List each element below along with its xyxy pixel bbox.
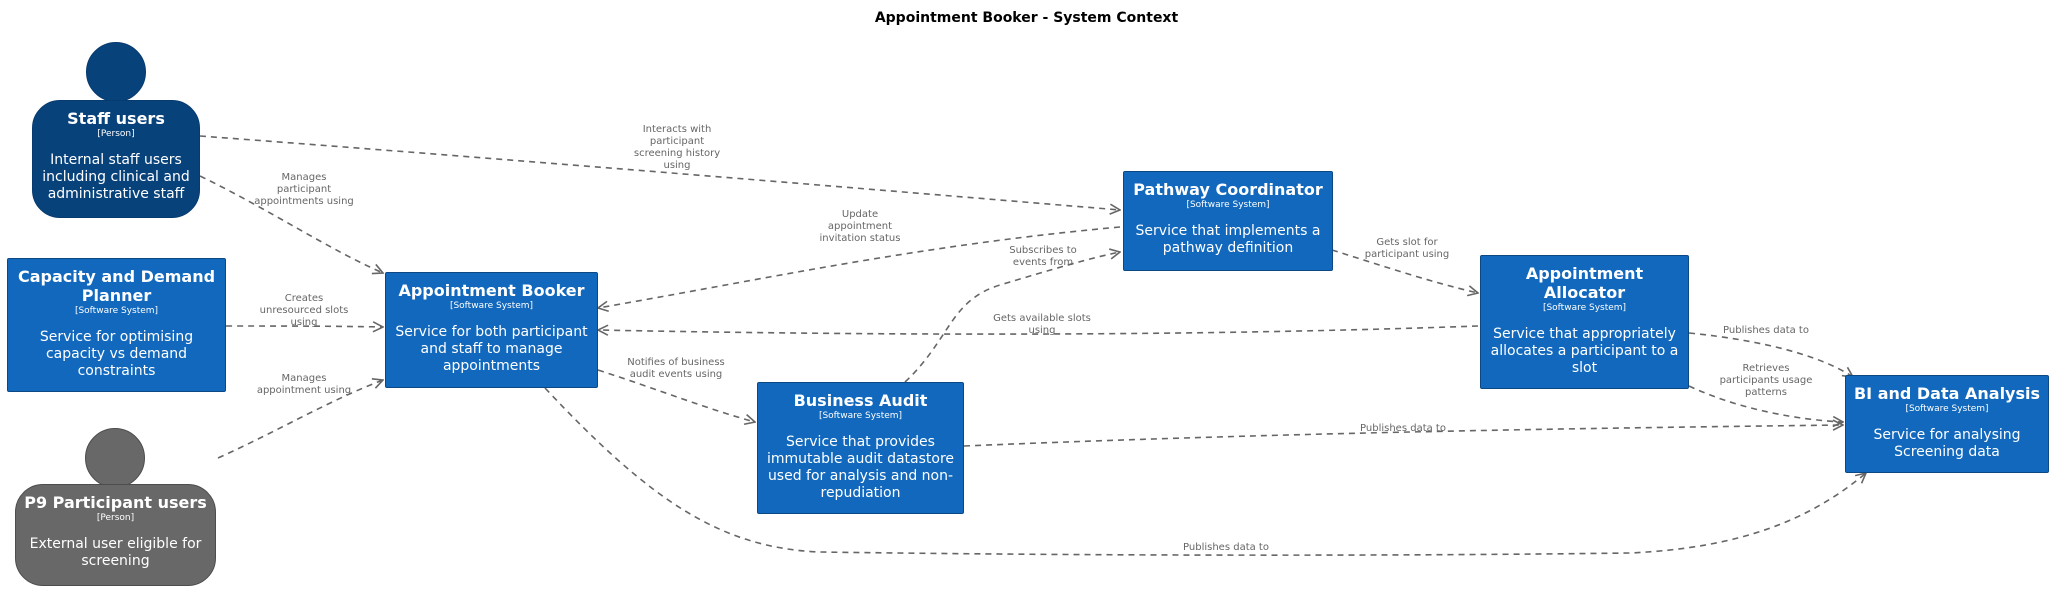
- system-appointment-booker[interactable]: Appointment Booker [Software System] Ser…: [385, 272, 598, 388]
- system-description: Service that implements a pathway defini…: [1135, 223, 1321, 256]
- person-staff-users[interactable]: Staff users [Person] Internal staff user…: [32, 100, 200, 218]
- relation-label-audit-bi: Publishes data to: [1360, 423, 1446, 434]
- relation-label-capacity-booker: Creates unresourced slots using: [259, 293, 349, 328]
- system-type: [Software System]: [74, 306, 159, 316]
- system-description: Service for optimising capacity vs deman…: [39, 329, 194, 379]
- edge-audit-to-bi: [963, 425, 1843, 447]
- person-p9-participant-users[interactable]: P9 Participant users [Person] External u…: [15, 484, 216, 586]
- relation-label-pathway-booker: Update appointment invitation status: [819, 209, 901, 244]
- system-description: Service that appropriately allocates a p…: [1490, 326, 1679, 376]
- person-type: [Person]: [97, 129, 135, 139]
- person-name: Staff users: [67, 109, 165, 128]
- edge-allocator-to-booker: [598, 326, 1479, 334]
- person-name: P9 Participant users: [24, 493, 207, 512]
- edge-pathway-to-booker: [598, 226, 1121, 308]
- system-type: [Software System]: [1905, 404, 1989, 414]
- relation-label-allocator-bi-retrieve: Retrieves participants usage patterns: [1719, 363, 1813, 398]
- relation-label-allocator-booker: Gets available slots using: [993, 313, 1091, 336]
- edge-booker-to-audit: [597, 369, 755, 422]
- edge-allocator-to-bi-retrieve: [1688, 385, 1843, 422]
- diagram-title: Appointment Booker - System Context: [874, 10, 1179, 26]
- edge-staff-to-booker: [199, 175, 383, 273]
- system-name: Capacity and Demand Planner: [17, 267, 216, 305]
- system-type: [Software System]: [449, 301, 534, 311]
- edge-allocator-to-bi-publish: [1688, 332, 1853, 377]
- system-name: Appointment Allocator: [1525, 264, 1644, 302]
- system-bi-data-analysis[interactable]: BI and Data Analysis [Software System] S…: [1845, 375, 2049, 473]
- system-appointment-allocator[interactable]: Appointment Allocator [Software System] …: [1480, 255, 1689, 389]
- edge-audit-to-pathway: [904, 252, 1120, 383]
- system-description: Service that provides immutable audit da…: [766, 434, 955, 501]
- edge-pathway-to-allocator: [1331, 249, 1478, 293]
- relation-label-booker-audit: Notifies of business audit events using: [627, 357, 725, 380]
- person-description: Internal staff users including clinical …: [42, 152, 190, 202]
- system-name: Business Audit: [793, 391, 928, 410]
- relation-label-audit-pathway: Subscribes to events from: [1009, 245, 1077, 268]
- relation-label-pathway-allocator: Gets slot for participant using: [1364, 237, 1450, 260]
- relation-label-staff-booker: Manages participant appointments using: [254, 172, 354, 207]
- system-type: [Software System]: [1542, 303, 1627, 313]
- system-name: Pathway Coordinator: [1133, 180, 1323, 199]
- system-description: Service for analysing Screening data: [1873, 427, 2021, 460]
- staff-person-head-icon: [86, 42, 146, 102]
- relation-label-allocator-bi-publish: Publishes data to: [1723, 325, 1809, 336]
- person-description: External user eligible for screening: [29, 536, 202, 569]
- p9-person-head-icon: [85, 428, 145, 488]
- edge-p9-to-booker: [217, 380, 383, 459]
- system-business-audit[interactable]: Business Audit [Software System] Service…: [757, 382, 964, 514]
- system-name: BI and Data Analysis: [1853, 384, 2041, 403]
- system-capacity-demand-planner[interactable]: Capacity and Demand Planner [Software Sy…: [7, 258, 226, 392]
- system-description: Service for both participant and staff t…: [395, 324, 588, 374]
- system-type: [Software System]: [818, 411, 903, 421]
- edge-capacity-to-booker: [225, 326, 383, 327]
- relation-label-staff-pathway: Interacts with participant screening his…: [633, 124, 721, 171]
- person-type: [Person]: [96, 513, 135, 523]
- relation-label-p9-booker: Manages appointment using: [256, 373, 352, 396]
- relation-label-booker-bi: Publishes data to: [1183, 542, 1269, 553]
- system-pathway-coordinator[interactable]: Pathway Coordinator [Software System] Se…: [1123, 171, 1333, 271]
- system-name: Appointment Booker: [398, 281, 585, 300]
- system-type: [Software System]: [1186, 200, 1270, 210]
- edge-booker-to-bi: [544, 387, 1866, 556]
